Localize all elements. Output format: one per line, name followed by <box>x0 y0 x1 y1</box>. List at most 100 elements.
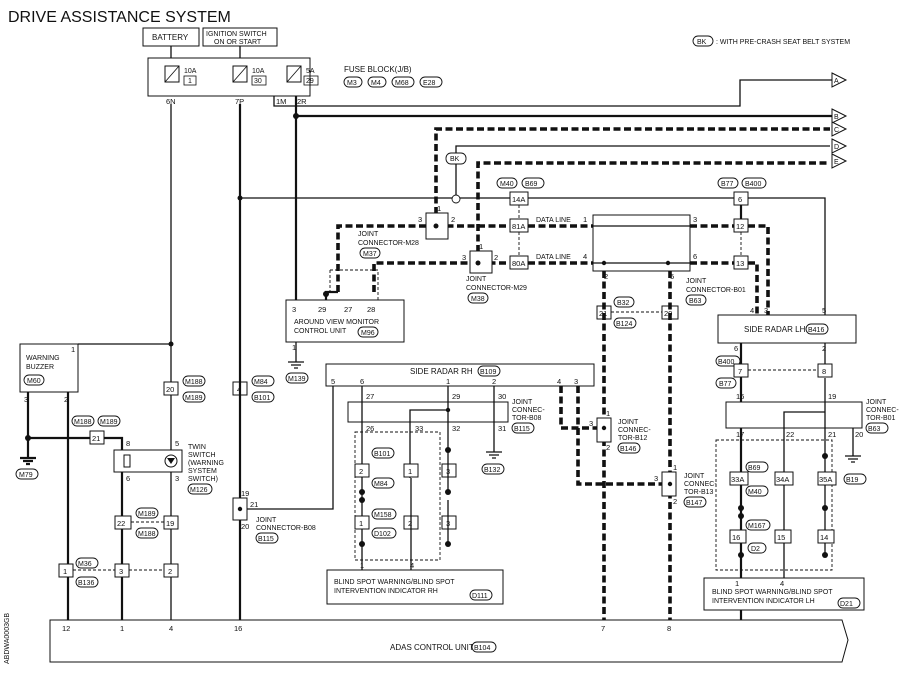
svg-text:7P: 7P <box>235 97 244 106</box>
svg-text:D: D <box>834 144 839 151</box>
svg-text:SWITCH: SWITCH <box>188 452 216 459</box>
svg-text:M139: M139 <box>288 376 306 383</box>
svg-text:27: 27 <box>344 305 352 314</box>
svg-text:19: 19 <box>828 392 836 401</box>
svg-text:21: 21 <box>250 500 258 509</box>
svg-text:16: 16 <box>234 624 242 633</box>
svg-text:29: 29 <box>306 78 314 85</box>
svg-text:81A: 81A <box>512 222 525 231</box>
svg-text:M167: M167 <box>748 523 766 530</box>
svg-text:C: C <box>834 127 839 134</box>
svg-text:DATA LINE: DATA LINE <box>536 217 571 224</box>
svg-text:6N: 6N <box>166 97 176 106</box>
svg-text:ADAS CONTROL UNIT: ADAS CONTROL UNIT <box>390 643 474 652</box>
svg-text:M188: M188 <box>138 531 156 538</box>
svg-text:2: 2 <box>359 467 363 476</box>
svg-text:M38: M38 <box>471 296 485 303</box>
svg-text:M60: M60 <box>27 378 41 385</box>
svg-text:2: 2 <box>64 395 68 404</box>
svg-text:80A: 80A <box>512 259 525 268</box>
svg-text:2: 2 <box>168 567 172 576</box>
svg-text:D21: D21 <box>840 601 853 608</box>
svg-text:B63: B63 <box>868 426 881 433</box>
svg-text:6: 6 <box>738 195 742 204</box>
side-radar-rh <box>325 363 595 387</box>
svg-text:JOINT: JOINT <box>466 276 487 283</box>
svg-text:2: 2 <box>673 497 677 506</box>
svg-text:5: 5 <box>670 272 674 281</box>
svg-text:B146: B146 <box>620 446 636 453</box>
svg-text:2: 2 <box>604 272 608 281</box>
svg-text:4: 4 <box>169 624 173 633</box>
svg-text:B104: B104 <box>474 645 490 652</box>
svg-text:M158: M158 <box>374 512 392 519</box>
svg-text:D102: D102 <box>374 531 391 538</box>
legend-text: : WITH PRE-CRASH SEAT BELT SYSTEM <box>716 39 850 46</box>
svg-text:17: 17 <box>736 430 744 439</box>
svg-text:3: 3 <box>292 305 296 314</box>
ignition-label-2: ON OR START <box>214 39 262 46</box>
svg-text:4: 4 <box>583 252 587 261</box>
svg-text:20: 20 <box>241 522 249 531</box>
legend-code: BK <box>697 39 707 46</box>
svg-text:32: 32 <box>452 424 460 433</box>
svg-text:19: 19 <box>241 489 249 498</box>
around-view-monitor <box>285 299 405 343</box>
svg-text:1: 1 <box>188 78 192 85</box>
fuse-block <box>147 57 311 97</box>
fuse-block-title: FUSE BLOCK(J/B) <box>344 65 412 74</box>
svg-text:B109: B109 <box>480 369 496 376</box>
side-code: ABDWA0003GB <box>4 613 11 664</box>
legend-oval <box>692 35 714 47</box>
svg-text:M189: M189 <box>185 395 203 402</box>
svg-text:JOINT: JOINT <box>256 517 277 524</box>
svg-text:B101: B101 <box>254 395 270 402</box>
svg-text:1: 1 <box>583 215 587 224</box>
svg-text:33: 33 <box>415 424 423 433</box>
svg-text:4: 4 <box>750 306 754 315</box>
svg-text:B115: B115 <box>514 426 530 433</box>
svg-text:1: 1 <box>120 624 124 633</box>
svg-text:M3: M3 <box>347 80 357 87</box>
svg-text:BLIND SPOT WARNING/BLIND SPOT: BLIND SPOT WARNING/BLIND SPOT <box>712 589 833 596</box>
svg-text:JOINT: JOINT <box>358 231 379 238</box>
svg-text:15: 15 <box>777 533 785 542</box>
svg-text:B69: B69 <box>525 181 538 188</box>
svg-text:INTERVENTION INDICATOR LH: INTERVENTION INDICATOR LH <box>712 598 815 605</box>
svg-text:D111: D111 <box>472 593 488 600</box>
svg-text:TOR-B08: TOR-B08 <box>512 415 542 422</box>
svg-text:6: 6 <box>734 344 738 353</box>
data-line-lower <box>372 261 759 315</box>
svg-text:TOR-B01: TOR-B01 <box>866 415 896 422</box>
svg-text:3: 3 <box>589 419 593 428</box>
svg-text:3: 3 <box>418 215 422 224</box>
svg-text:31: 31 <box>498 424 506 433</box>
svg-text:22: 22 <box>786 430 794 439</box>
svg-text:JOINT: JOINT <box>866 399 887 406</box>
arrow-connectors: A B C D E <box>831 72 848 169</box>
svg-text:M40: M40 <box>748 489 762 496</box>
adas-control-unit <box>49 619 849 663</box>
data-line-upper <box>336 224 770 315</box>
svg-text:M188: M188 <box>185 379 203 386</box>
svg-text:2: 2 <box>492 377 496 386</box>
svg-text:5: 5 <box>175 439 179 448</box>
svg-text:TOR-B13: TOR-B13 <box>684 489 714 496</box>
svg-text:INTERVENTION INDICATOR RH: INTERVENTION INDICATOR RH <box>334 588 438 595</box>
power-bus <box>240 197 826 315</box>
svg-text:3: 3 <box>654 474 658 483</box>
svg-text:16: 16 <box>736 392 744 401</box>
svg-text:B136: B136 <box>78 580 94 587</box>
svg-text:3: 3 <box>764 306 768 315</box>
svg-text:JOINT: JOINT <box>512 399 533 406</box>
svg-text:B77: B77 <box>721 181 734 188</box>
svg-text:B32: B32 <box>617 300 630 307</box>
svg-text:BK: BK <box>450 156 460 163</box>
svg-text:D2: D2 <box>751 546 760 553</box>
svg-text:1: 1 <box>360 561 364 570</box>
svg-text:B19: B19 <box>846 477 859 484</box>
svg-text:JOINT: JOINT <box>618 419 639 426</box>
bsw-indicator-lh <box>703 577 865 611</box>
svg-text:JOINT: JOINT <box>684 473 705 480</box>
